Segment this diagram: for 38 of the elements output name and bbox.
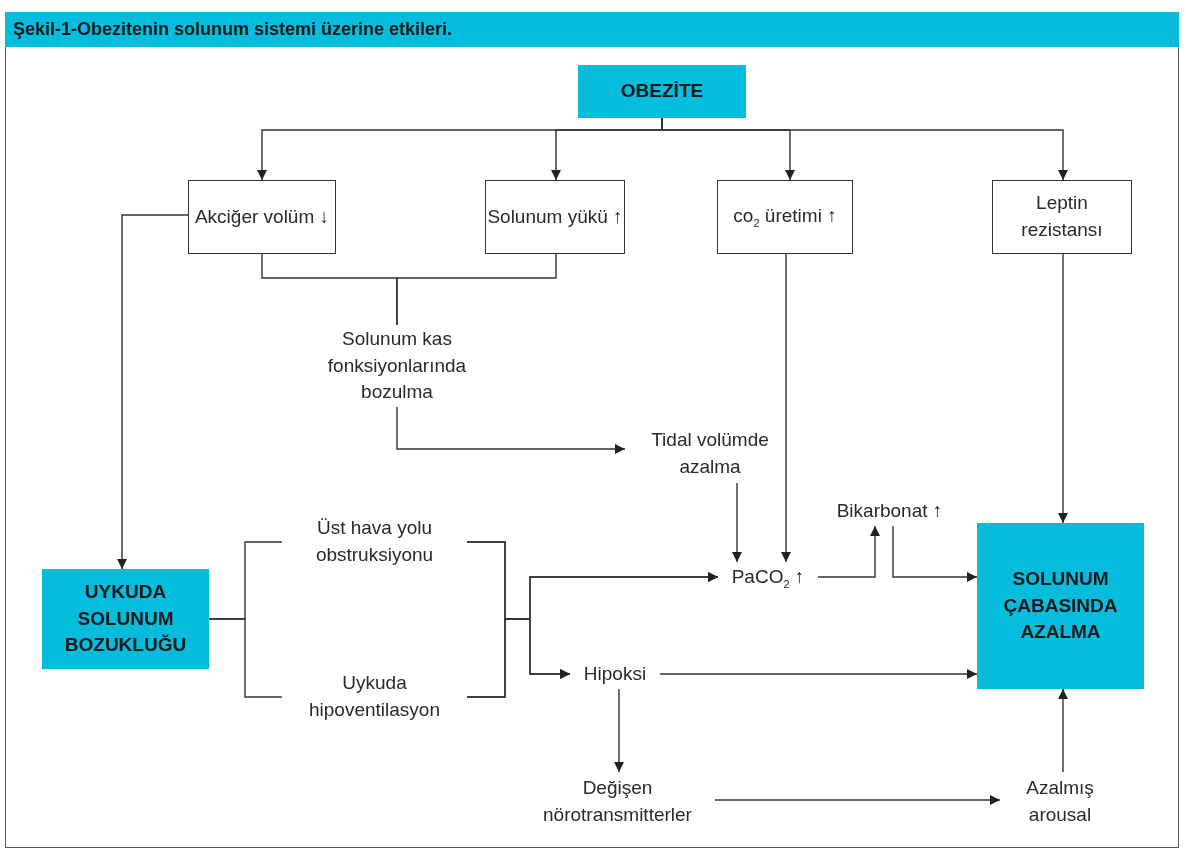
node-text: Tidal volümde azalma [650,428,770,479]
arrow [714,795,1001,805]
arrow [396,406,626,454]
arrow [817,525,880,578]
node-text: Üst hava yolu obstruksiyonu [314,516,435,567]
process-box [485,180,625,254]
highlight-box [42,569,209,669]
node-text: Solunum kas fonksiyonlarında bozulma [326,327,468,405]
box-label: UYKUDA SOLUNUM BOZUKLUĞU [63,580,188,658]
box-label: Solunum yükü ↑ [487,204,623,229]
box-label: co$_{2}$ üretimi ↑ [733,203,837,231]
node-text: Azalmış arousal [1025,776,1095,827]
arrow [732,482,742,563]
arrow [1058,688,1068,773]
box-label: SOLUNUM ÇABASINDA AZALMA [1002,567,1119,645]
arrow [1058,253,1068,524]
highlight-box [977,523,1144,689]
box-label: OBEZİTE [620,79,704,104]
node-text: Değişen nörotransmitterler [542,776,693,827]
node-text: Uykuda hipoventilasyon [308,671,441,722]
process-box [992,180,1132,254]
arrow [117,214,189,570]
process-box [717,180,853,254]
node-text: Hipoksi [583,661,647,686]
highlight-box [578,65,746,118]
node-text: PaCO$_{2}$ ↑ [731,564,805,592]
connector-line [396,253,557,326]
arrow [892,525,978,582]
title-bar: Şekil-1-Obezitenin solunum sistemi üzerine etkileri. [5,12,1179,47]
arrow [466,618,571,698]
box-label: Akciğer volüm ↓ [194,204,330,229]
connector-line [208,618,283,698]
arrow [614,688,624,773]
box-label: Leptin rezistansı [1020,191,1104,242]
process-box [188,180,336,254]
arrow [781,253,791,563]
arrow [659,669,978,679]
node-text: Bikarbonat ↑ [836,498,943,523]
